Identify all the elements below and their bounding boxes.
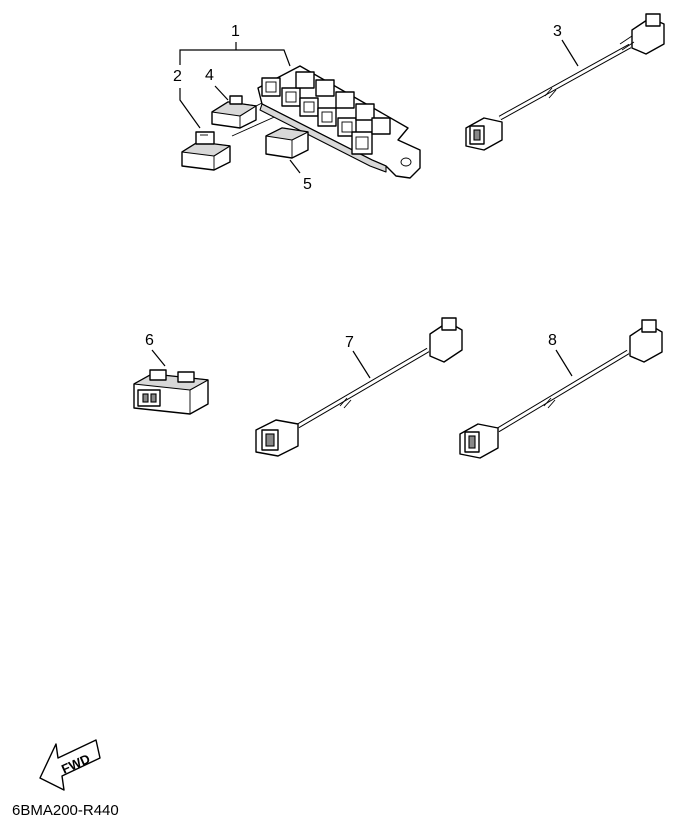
coupler-2 [181,131,231,171]
callout-1: 1 [231,23,240,40]
fwd-arrow-icon: FWD [39,739,101,791]
callout-8: 8 [548,332,557,349]
callout-2: 2 [173,68,182,85]
leader-lines [151,39,579,379]
lead-harness-3 [465,13,665,151]
callout-5: 5 [303,176,312,193]
cap-5 [265,127,309,159]
callout-6: 6 [145,332,154,349]
lead-harness-8 [459,319,663,459]
diagram-code: 6BMA200-R440 [12,802,119,819]
lead-harness-7 [255,317,463,457]
junction-block [257,65,421,179]
coupler-6 [133,369,209,415]
callout-4: 4 [205,67,214,84]
callout-7: 7 [345,334,354,351]
callout-3: 3 [553,23,562,40]
cap-4 [211,95,257,129]
